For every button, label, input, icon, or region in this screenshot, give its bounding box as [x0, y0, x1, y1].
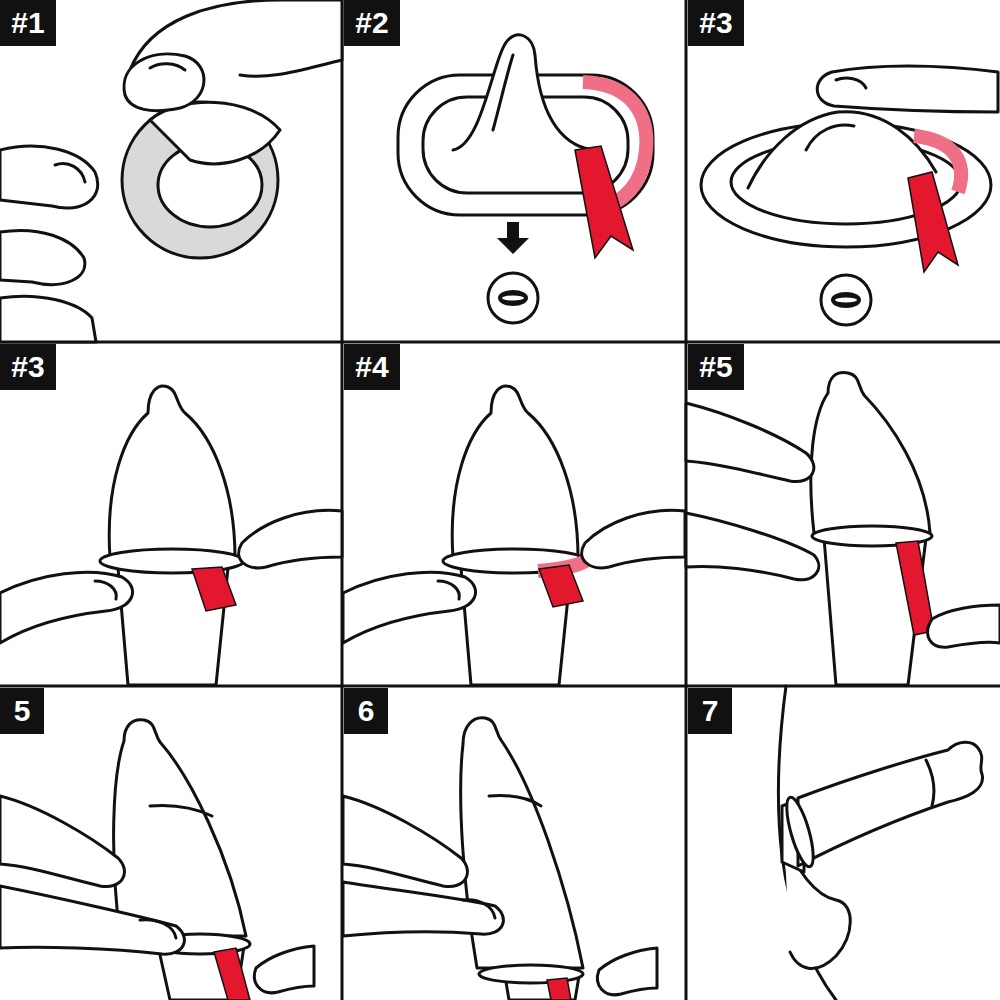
thumb [124, 54, 204, 111]
thumb [0, 146, 98, 208]
condom [114, 720, 246, 936]
step-number: 7 [702, 696, 719, 726]
thumb [254, 946, 314, 993]
reservoir-tip [453, 35, 593, 150]
finger [239, 510, 342, 567]
step-number-tag: #2 [344, 0, 400, 46]
step-number: #2 [355, 8, 388, 38]
thumbnail [463, 900, 495, 918]
step-number-tag: #4 [344, 344, 400, 390]
fold-line [150, 805, 212, 816]
finger [686, 513, 819, 580]
open-packet-figure [0, 0, 342, 342]
step-number-tag: #3 [688, 0, 744, 46]
thumbnail [140, 920, 176, 938]
step-number-tag: #3 [0, 344, 56, 390]
finger [0, 796, 124, 887]
pull-tab [908, 172, 958, 272]
step-number-tag: #5 [688, 344, 744, 390]
thumb [343, 882, 503, 936]
ring-check-figure [343, 386, 685, 685]
thumb [0, 572, 133, 643]
roll-down-figure [686, 373, 1000, 685]
finger [686, 403, 814, 482]
condom [811, 373, 930, 533]
thumbnail [150, 64, 185, 70]
condom [109, 386, 235, 558]
step-number-tag: 5 [0, 688, 44, 734]
fold-line [493, 55, 513, 130]
pull-tab [214, 948, 250, 1000]
condom [452, 386, 578, 558]
thumbnail [95, 581, 116, 599]
torn-flap [150, 102, 280, 163]
rolled-ring [781, 795, 818, 869]
icon-mark [831, 292, 861, 308]
pull-tab [575, 146, 633, 258]
down-arrow [497, 222, 529, 254]
thumb [597, 948, 657, 995]
finished-figure [779, 686, 983, 1000]
fold-line [489, 795, 541, 806]
orientation-icon [821, 275, 871, 325]
pinch-tip-figure [701, 66, 998, 325]
fingernail [836, 78, 866, 88]
icon-mark [498, 290, 528, 306]
panel-divider [685, 0, 688, 1000]
step-number: #5 [699, 352, 732, 382]
pull-tab [547, 978, 571, 1000]
roll-down-figure [343, 718, 657, 1000]
thumbnail [55, 164, 85, 182]
step-number-tag: 6 [344, 688, 388, 734]
roll-down-figure [0, 720, 314, 1000]
step-number: #1 [11, 8, 44, 38]
step-number: 6 [358, 696, 375, 726]
fold-line [806, 125, 854, 150]
icon-mark [835, 298, 857, 303]
finger [582, 510, 685, 567]
step-number: #3 [11, 352, 44, 382]
condom [798, 742, 983, 866]
finger [0, 230, 85, 284]
step-number-tag: 7 [688, 688, 732, 734]
orientation-icon [488, 273, 538, 323]
finger [817, 66, 998, 112]
glans-outline [926, 760, 934, 806]
icon-mark [502, 296, 524, 301]
pull-tab [539, 565, 583, 607]
finger [0, 296, 96, 342]
thumb [928, 605, 1000, 647]
flat-condom-figure [398, 35, 653, 323]
finger [343, 796, 467, 887]
panel-divider [0, 341, 1000, 344]
pull-tab [192, 567, 236, 611]
step-number: #4 [355, 352, 388, 382]
pull-tab [896, 541, 934, 635]
hand [130, 0, 342, 76]
place-condom-figure [0, 386, 342, 685]
thumbnail [438, 581, 459, 599]
step-number-tag: #1 [0, 0, 56, 46]
step-number: #3 [699, 8, 732, 38]
pinched-tip [748, 112, 936, 188]
thumb [0, 886, 184, 954]
thumb [343, 572, 476, 643]
step-number: 5 [14, 696, 31, 726]
